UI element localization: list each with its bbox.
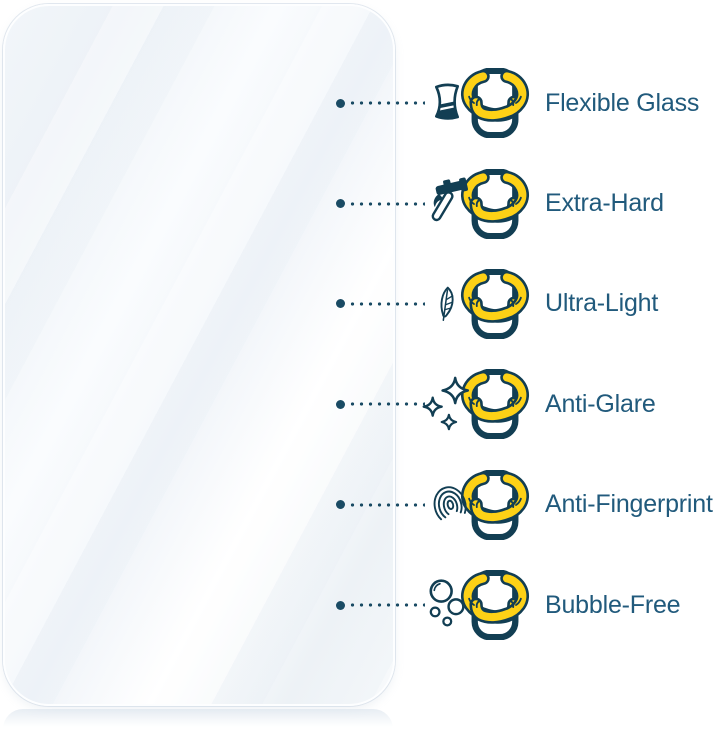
leader-start-dot bbox=[336, 199, 345, 209]
feature-row: Bubble-Free bbox=[336, 555, 720, 655]
feature-label: Anti-Fingerprint bbox=[545, 490, 713, 519]
feature-icon-group bbox=[425, 459, 531, 551]
flexed-arms-icon bbox=[460, 65, 530, 141]
leader-dotted-line bbox=[348, 603, 425, 608]
feature-label: Flexible Glass bbox=[545, 88, 700, 117]
flexed-arms-icon bbox=[460, 266, 530, 342]
sparkles-icon bbox=[421, 368, 475, 440]
flexible-glass-icon bbox=[427, 72, 467, 134]
leader-dotted-line bbox=[348, 301, 425, 306]
feature-row: Anti-Glare bbox=[336, 354, 720, 454]
protector-gloss-highlight bbox=[5, 6, 393, 704]
leader-dotted-line bbox=[348, 201, 425, 206]
feature-icon-group bbox=[425, 258, 531, 350]
leader-dotted-line bbox=[348, 502, 425, 507]
feather-icon bbox=[427, 275, 465, 333]
bubbles-icon bbox=[423, 573, 475, 637]
feature-label: Bubble-Free bbox=[545, 590, 681, 619]
feature-row: Anti-Fingerprint bbox=[336, 455, 720, 555]
fingerprint-icon bbox=[427, 480, 473, 530]
hammer-icon bbox=[427, 172, 475, 230]
feature-label: Extra-Hard bbox=[545, 189, 664, 218]
leader-start-dot bbox=[336, 600, 345, 610]
feature-row: Extra-Hard bbox=[336, 153, 720, 253]
feature-row: Flexible Glass bbox=[336, 53, 720, 153]
leader-dotted-line bbox=[348, 402, 425, 407]
feature-icon-group bbox=[425, 559, 531, 651]
feature-callout-list: Flexible Glass Extra-Hard Ultr bbox=[336, 53, 720, 655]
feature-icon-group bbox=[425, 358, 531, 450]
feature-icon-group bbox=[425, 158, 531, 250]
protector-reflection bbox=[3, 709, 393, 729]
leader-dotted-line bbox=[348, 101, 425, 106]
feature-row: Ultra-Light bbox=[336, 254, 720, 354]
leader-start-dot bbox=[336, 98, 345, 108]
feature-icon-group bbox=[425, 57, 531, 149]
leader-start-dot bbox=[336, 399, 345, 409]
leader-start-dot bbox=[336, 299, 345, 309]
feature-label: Anti-Glare bbox=[545, 389, 656, 418]
leader-start-dot bbox=[336, 500, 345, 510]
feature-label: Ultra-Light bbox=[545, 289, 659, 318]
